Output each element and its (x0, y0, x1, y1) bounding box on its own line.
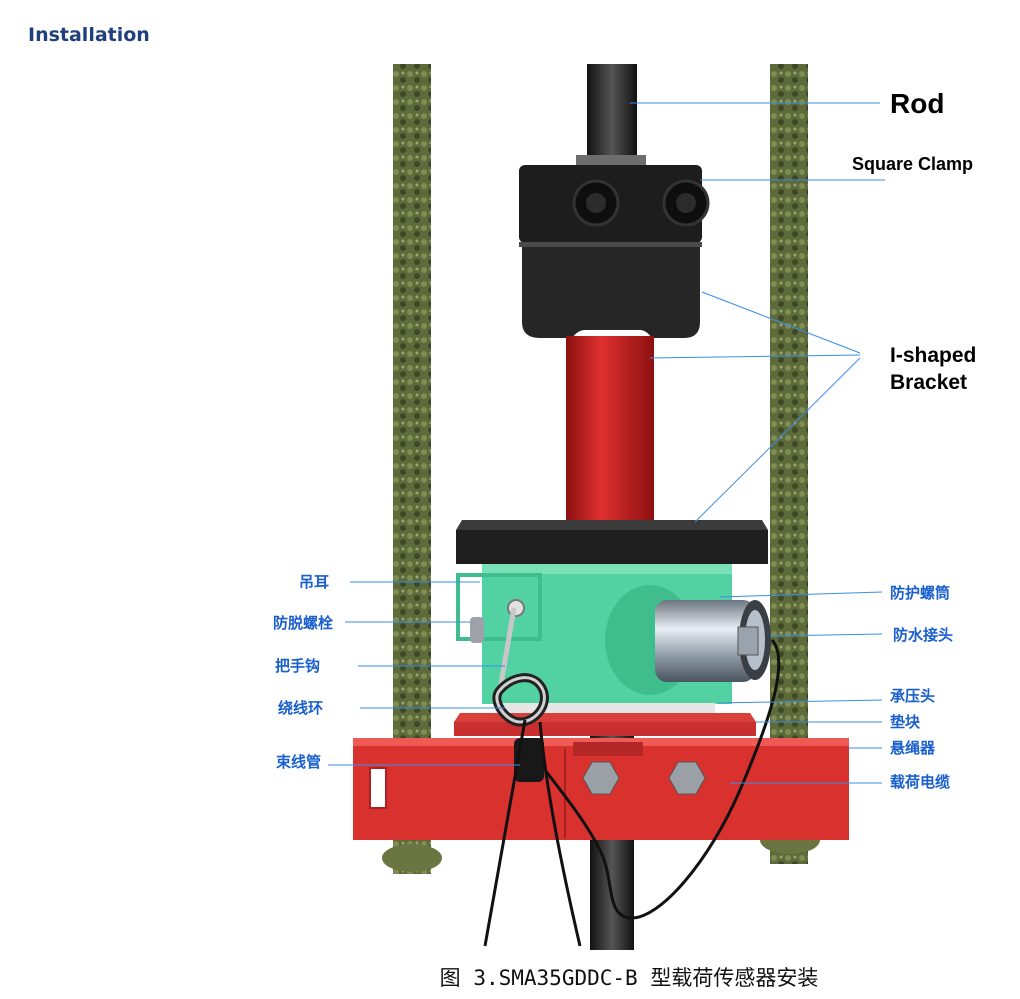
left-rod-foot (382, 844, 442, 872)
label-rod: Rod (890, 88, 944, 119)
square-clamp (519, 155, 710, 247)
winding-ring (492, 607, 549, 727)
label-cable-tube: 束线管 (276, 753, 321, 771)
label-rope-hanger: 悬绳器 (890, 739, 936, 757)
bracket-bottom-plate (456, 520, 768, 564)
label-load-cable: 载荷电缆 (890, 773, 950, 791)
load-cable (483, 638, 781, 947)
label-pressure-head: 承压头 (890, 687, 935, 705)
label-bracket-line1: I-shaped (890, 344, 976, 367)
page-heading: Installation (28, 24, 150, 46)
protective-tube (655, 600, 771, 682)
label-bracket-line2: Bracket (890, 371, 967, 394)
label-square-clamp: Square Clamp (852, 154, 973, 174)
bracket-red-column (566, 336, 654, 526)
bracket-top-block (522, 247, 700, 338)
label-handle-hook: 把手钩 (275, 657, 320, 675)
label-anti-loose-bolt: 防脱螺栓 (273, 614, 333, 632)
label-pad: 垫块 (890, 713, 921, 731)
label-winding-ring: 绕线环 (278, 699, 323, 717)
right-fiberglass-rod (770, 64, 808, 864)
pressure-head (495, 703, 715, 713)
label-waterproof-joint: 防水接头 (893, 626, 953, 644)
leader-lines (328, 102, 885, 784)
load-sensor-installation-diagram: Rod Square Clamp I-shaped Bracket 吊耳 防脱螺… (273, 64, 976, 950)
pad-block (454, 722, 756, 736)
label-lifting-lug: 吊耳 (299, 573, 329, 591)
cable-tube (514, 738, 544, 782)
label-protective-tube: 防护螺筒 (890, 584, 950, 602)
figure-caption: 图 3.SMA35GDDC-B 型载荷传感器安装 (439, 966, 819, 990)
rope-hanger (353, 738, 849, 840)
